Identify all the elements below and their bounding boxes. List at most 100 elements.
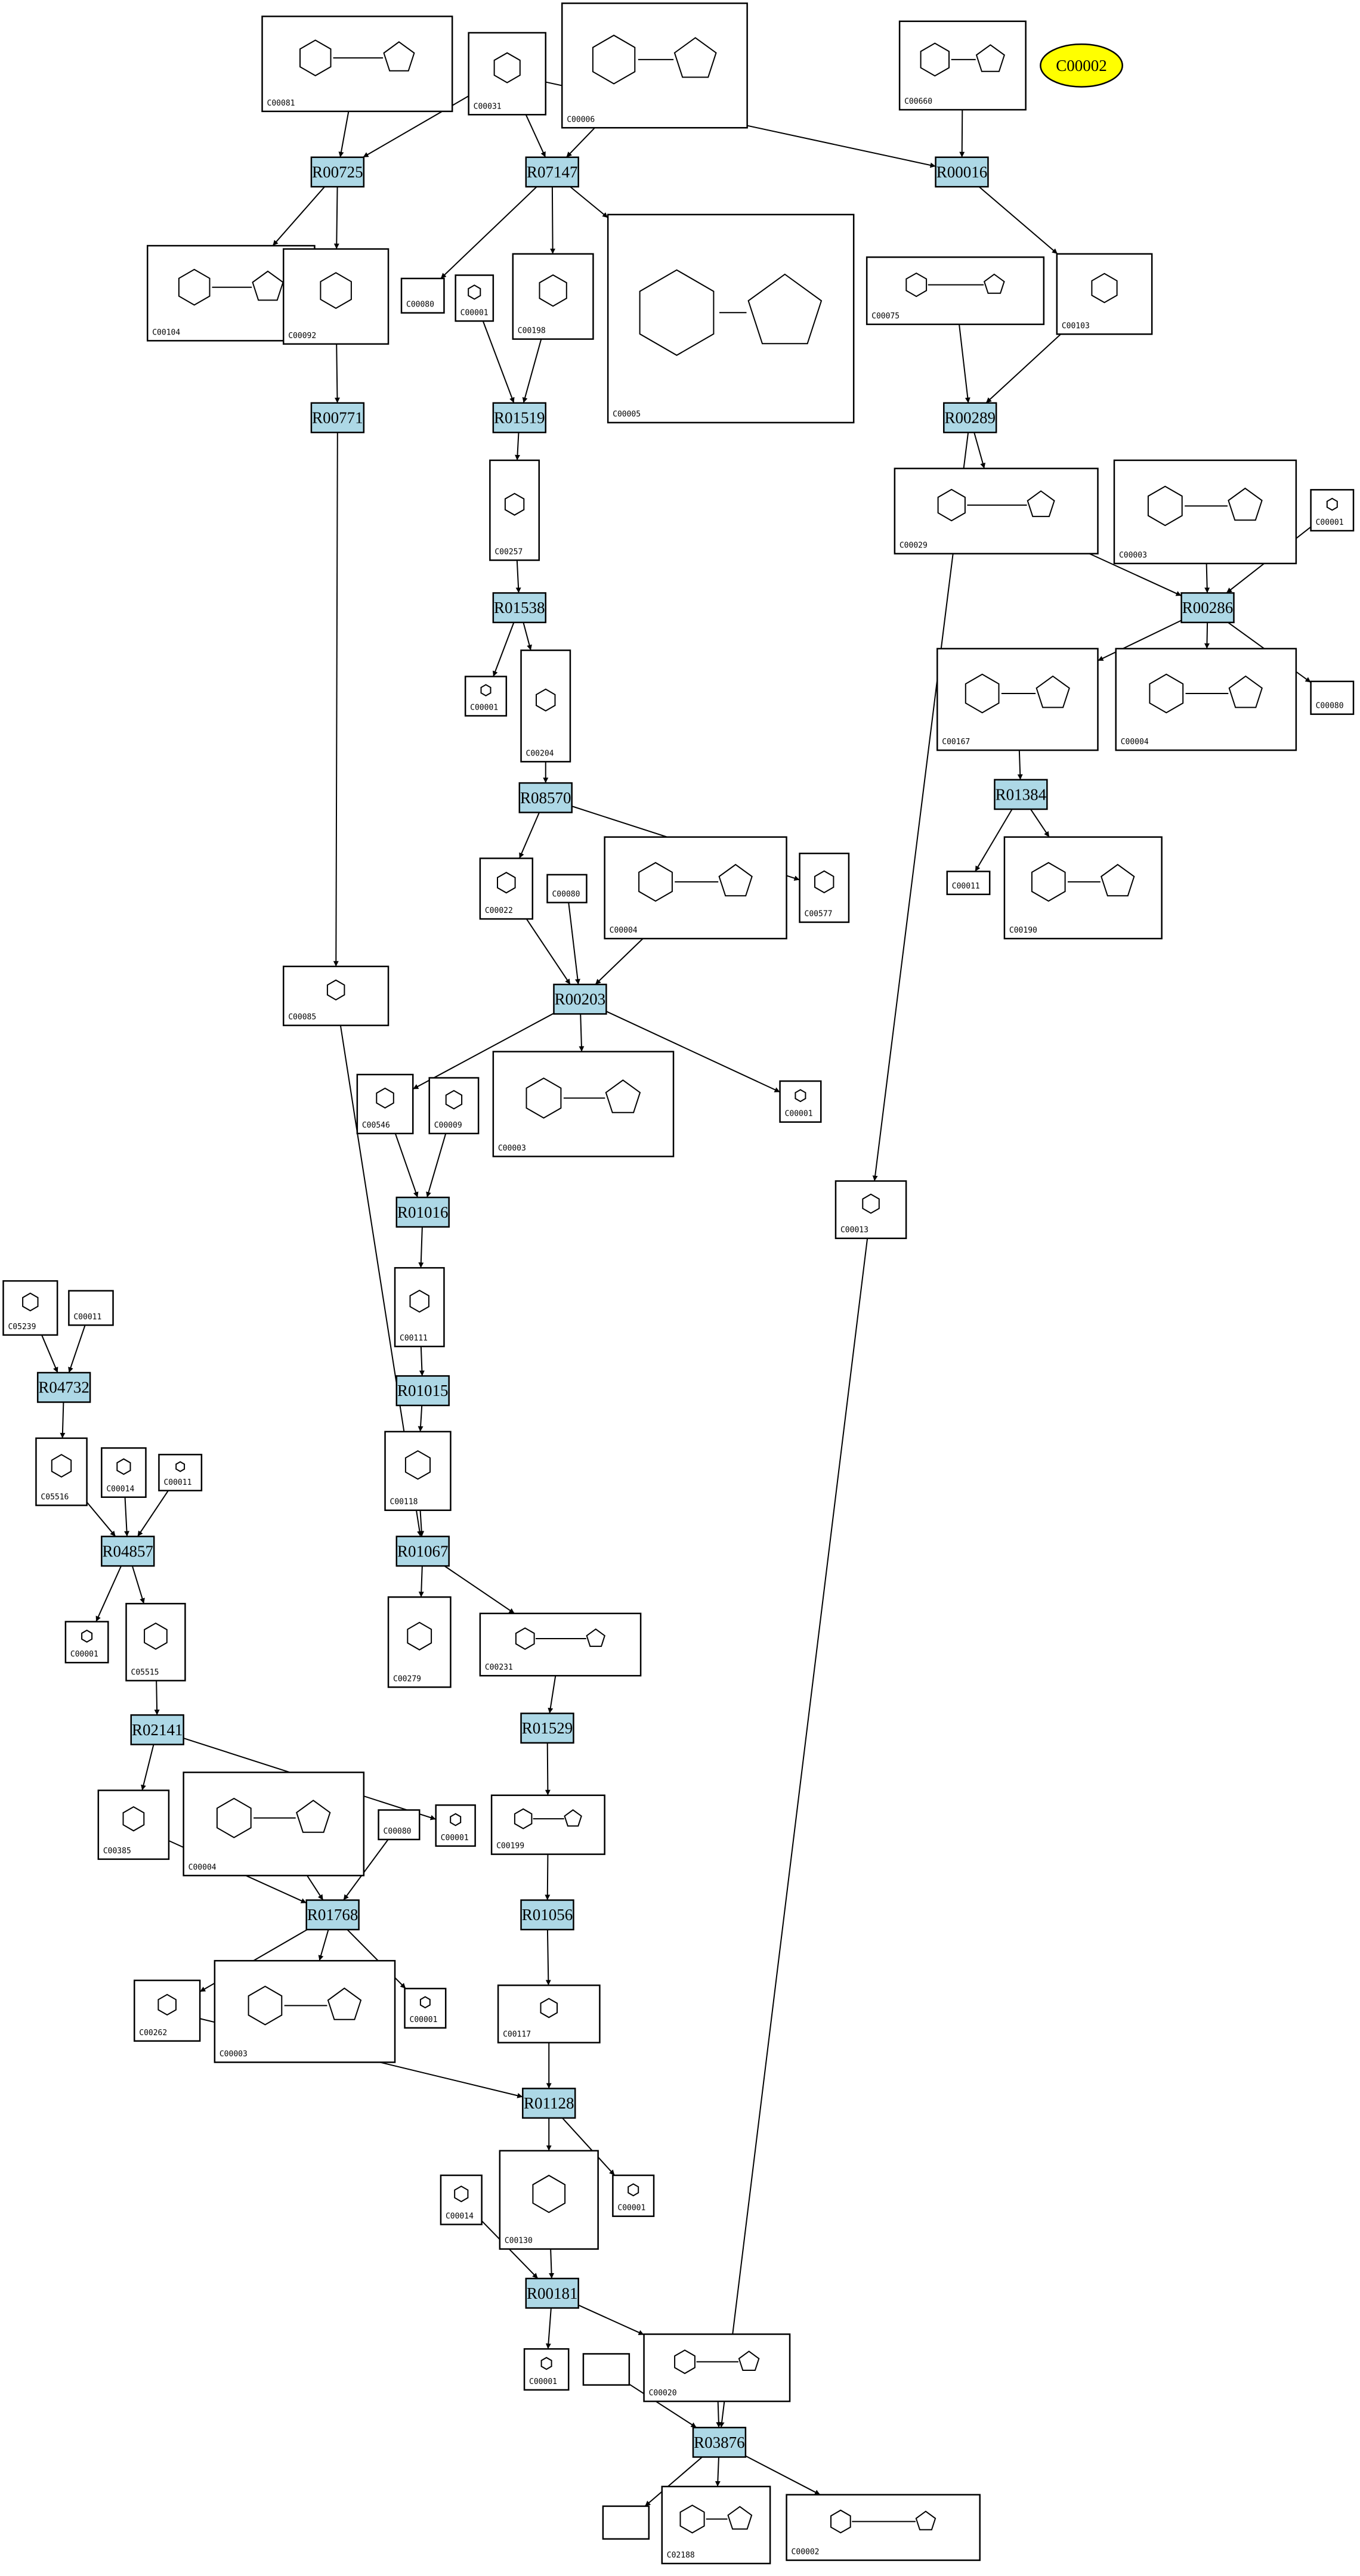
reaction-box <box>1180 592 1235 624</box>
compound-node[interactable]: C00001 <box>64 1621 109 1664</box>
compound-node[interactable]: C00257 <box>489 459 540 561</box>
compound-node[interactable]: C05515 <box>125 1603 186 1682</box>
compound-node[interactable]: C00262 <box>134 1979 201 2042</box>
compound-node[interactable]: C00385 <box>97 1789 170 1860</box>
compound-node[interactable]: C00022 <box>479 857 534 920</box>
edge-r22-c58 <box>545 2308 552 2349</box>
compound-node[interactable]: C00660 <box>898 20 1027 111</box>
reaction-node[interactable]: R08570 <box>518 782 573 813</box>
compound-node[interactable]: C00001 <box>523 2348 570 2391</box>
compound-node[interactable]: C00577 <box>799 852 850 923</box>
reaction-node[interactable]: R00771 <box>310 402 365 434</box>
compound-node[interactable]: C00092 <box>282 248 390 345</box>
compound-node[interactable]: C00003 <box>492 1051 675 1157</box>
compound-node[interactable]: C00080 <box>1310 680 1355 715</box>
reaction-node[interactable]: R01768 <box>305 1899 360 1931</box>
compound-node[interactable]: C00199 <box>490 1794 605 1855</box>
reaction-node[interactable]: R01384 <box>994 779 1048 810</box>
compound-node[interactable]: C00080 <box>546 874 588 903</box>
compound-node[interactable]: C00006 <box>561 2 748 129</box>
compound-node[interactable]: C00031 <box>468 32 547 116</box>
reaction-node[interactable]: R01067 <box>395 1535 450 1567</box>
reaction-node[interactable]: R00289 <box>943 402 997 434</box>
reaction-node[interactable]: R02141 <box>130 1714 184 1745</box>
compound-node[interactable] <box>582 2353 630 2386</box>
edge-r22-c60 <box>578 2304 644 2336</box>
compound-node[interactable]: C02188 <box>661 2485 771 2565</box>
highlighted-compound-node[interactable]: C00002 <box>1040 43 1123 88</box>
reaction-node[interactable]: R04857 <box>101 1535 155 1567</box>
compound-node[interactable]: C00001 <box>1310 489 1355 532</box>
reaction-box <box>520 1713 574 1744</box>
compound-id-label: C00075 <box>871 312 900 321</box>
compound-node[interactable]: C05516 <box>35 1437 88 1506</box>
compound-node[interactable]: C00001 <box>455 274 494 322</box>
compound-node[interactable]: C00003 <box>1113 459 1297 565</box>
compound-node[interactable]: C00231 <box>479 1612 642 1677</box>
compound-node[interactable]: C00167 <box>936 648 1099 751</box>
reaction-label: R07147 <box>527 163 578 181</box>
reaction-node[interactable]: R01538 <box>492 592 547 624</box>
compound-node[interactable]: C00004 <box>604 836 787 940</box>
compound-node[interactable]: C00009 <box>428 1077 480 1135</box>
compound-box <box>440 2174 483 2225</box>
compound-node[interactable]: C00001 <box>464 676 508 717</box>
compound-node[interactable]: C00103 <box>1056 253 1153 335</box>
reaction-node[interactable]: R04732 <box>36 1371 91 1403</box>
compound-node[interactable]: C00080 <box>378 1809 421 1841</box>
compound-node[interactable]: C05239 <box>2 1280 58 1336</box>
compound-box <box>582 2353 630 2386</box>
reaction-node[interactable]: R01529 <box>520 1713 574 1744</box>
compound-node[interactable]: C00005 <box>607 213 855 423</box>
reaction-node[interactable]: R01519 <box>492 402 547 434</box>
compound-node[interactable]: C00081 <box>261 16 453 113</box>
compound-box <box>546 874 588 903</box>
compound-node[interactable] <box>602 2505 650 2540</box>
compound-node[interactable]: C00020 <box>643 2333 791 2402</box>
reaction-node[interactable]: R01016 <box>395 1196 450 1228</box>
compound-node[interactable]: C00190 <box>1003 836 1163 940</box>
compound-node[interactable]: C00003 <box>214 1959 396 2063</box>
compound-node[interactable]: C00001 <box>435 1804 476 1847</box>
reaction-node[interactable]: R00286 <box>1180 592 1235 624</box>
reaction-node[interactable]: R01015 <box>395 1375 450 1407</box>
compound-node[interactable]: C00011 <box>946 871 991 896</box>
compound-node[interactable]: C00080 <box>400 277 445 314</box>
compound-node[interactable]: C00014 <box>101 1447 147 1498</box>
reaction-node[interactable]: R00181 <box>525 2277 579 2309</box>
structure-icon <box>514 1808 582 1829</box>
compound-node[interactable]: C00014 <box>440 2174 483 2225</box>
compound-node[interactable]: C00004 <box>183 1772 365 1877</box>
compound-node[interactable]: C00111 <box>394 1267 445 1348</box>
compound-node[interactable]: C00011 <box>68 1290 114 1326</box>
reaction-node[interactable]: R00203 <box>553 983 607 1015</box>
compound-id-label: C00130 <box>505 2237 533 2246</box>
compound-node[interactable]: C00279 <box>387 1596 452 1688</box>
reaction-node[interactable]: R00725 <box>310 156 365 188</box>
compound-node[interactable]: C00117 <box>497 1984 601 2044</box>
reaction-node[interactable]: R01056 <box>520 1899 574 1931</box>
compound-node[interactable]: C00204 <box>520 649 571 763</box>
reaction-node[interactable]: R03876 <box>692 2426 747 2458</box>
compound-node[interactable]: C00118 <box>384 1431 452 1511</box>
reaction-node[interactable]: R00016 <box>935 156 989 188</box>
compound-node[interactable]: C00001 <box>779 1080 822 1123</box>
compound-node[interactable]: C00198 <box>512 253 594 340</box>
compound-id-label: C00279 <box>393 1674 421 1683</box>
compound-node[interactable]: C00130 <box>499 2150 599 2250</box>
edge-r11-c32 <box>579 1014 585 1052</box>
compound-node[interactable]: C00004 <box>1115 648 1297 751</box>
compound-node[interactable]: C00075 <box>866 256 1045 326</box>
reaction-node[interactable]: R07147 <box>525 156 579 188</box>
compound-node[interactable]: C00001 <box>612 2174 655 2217</box>
compound-node[interactable]: C00001 <box>404 1987 447 2029</box>
compound-node[interactable]: C00085 <box>282 965 390 1026</box>
compound-node[interactable]: C00002 <box>786 2494 981 2561</box>
compound-node[interactable]: C00013 <box>834 1180 907 1239</box>
compound-node[interactable]: C00029 <box>894 467 1099 555</box>
compound-node[interactable]: C00011 <box>158 1454 203 1492</box>
compound-box <box>512 253 594 340</box>
reaction-node[interactable]: R01128 <box>522 2088 576 2119</box>
compound-node[interactable]: C00546 <box>356 1073 414 1135</box>
